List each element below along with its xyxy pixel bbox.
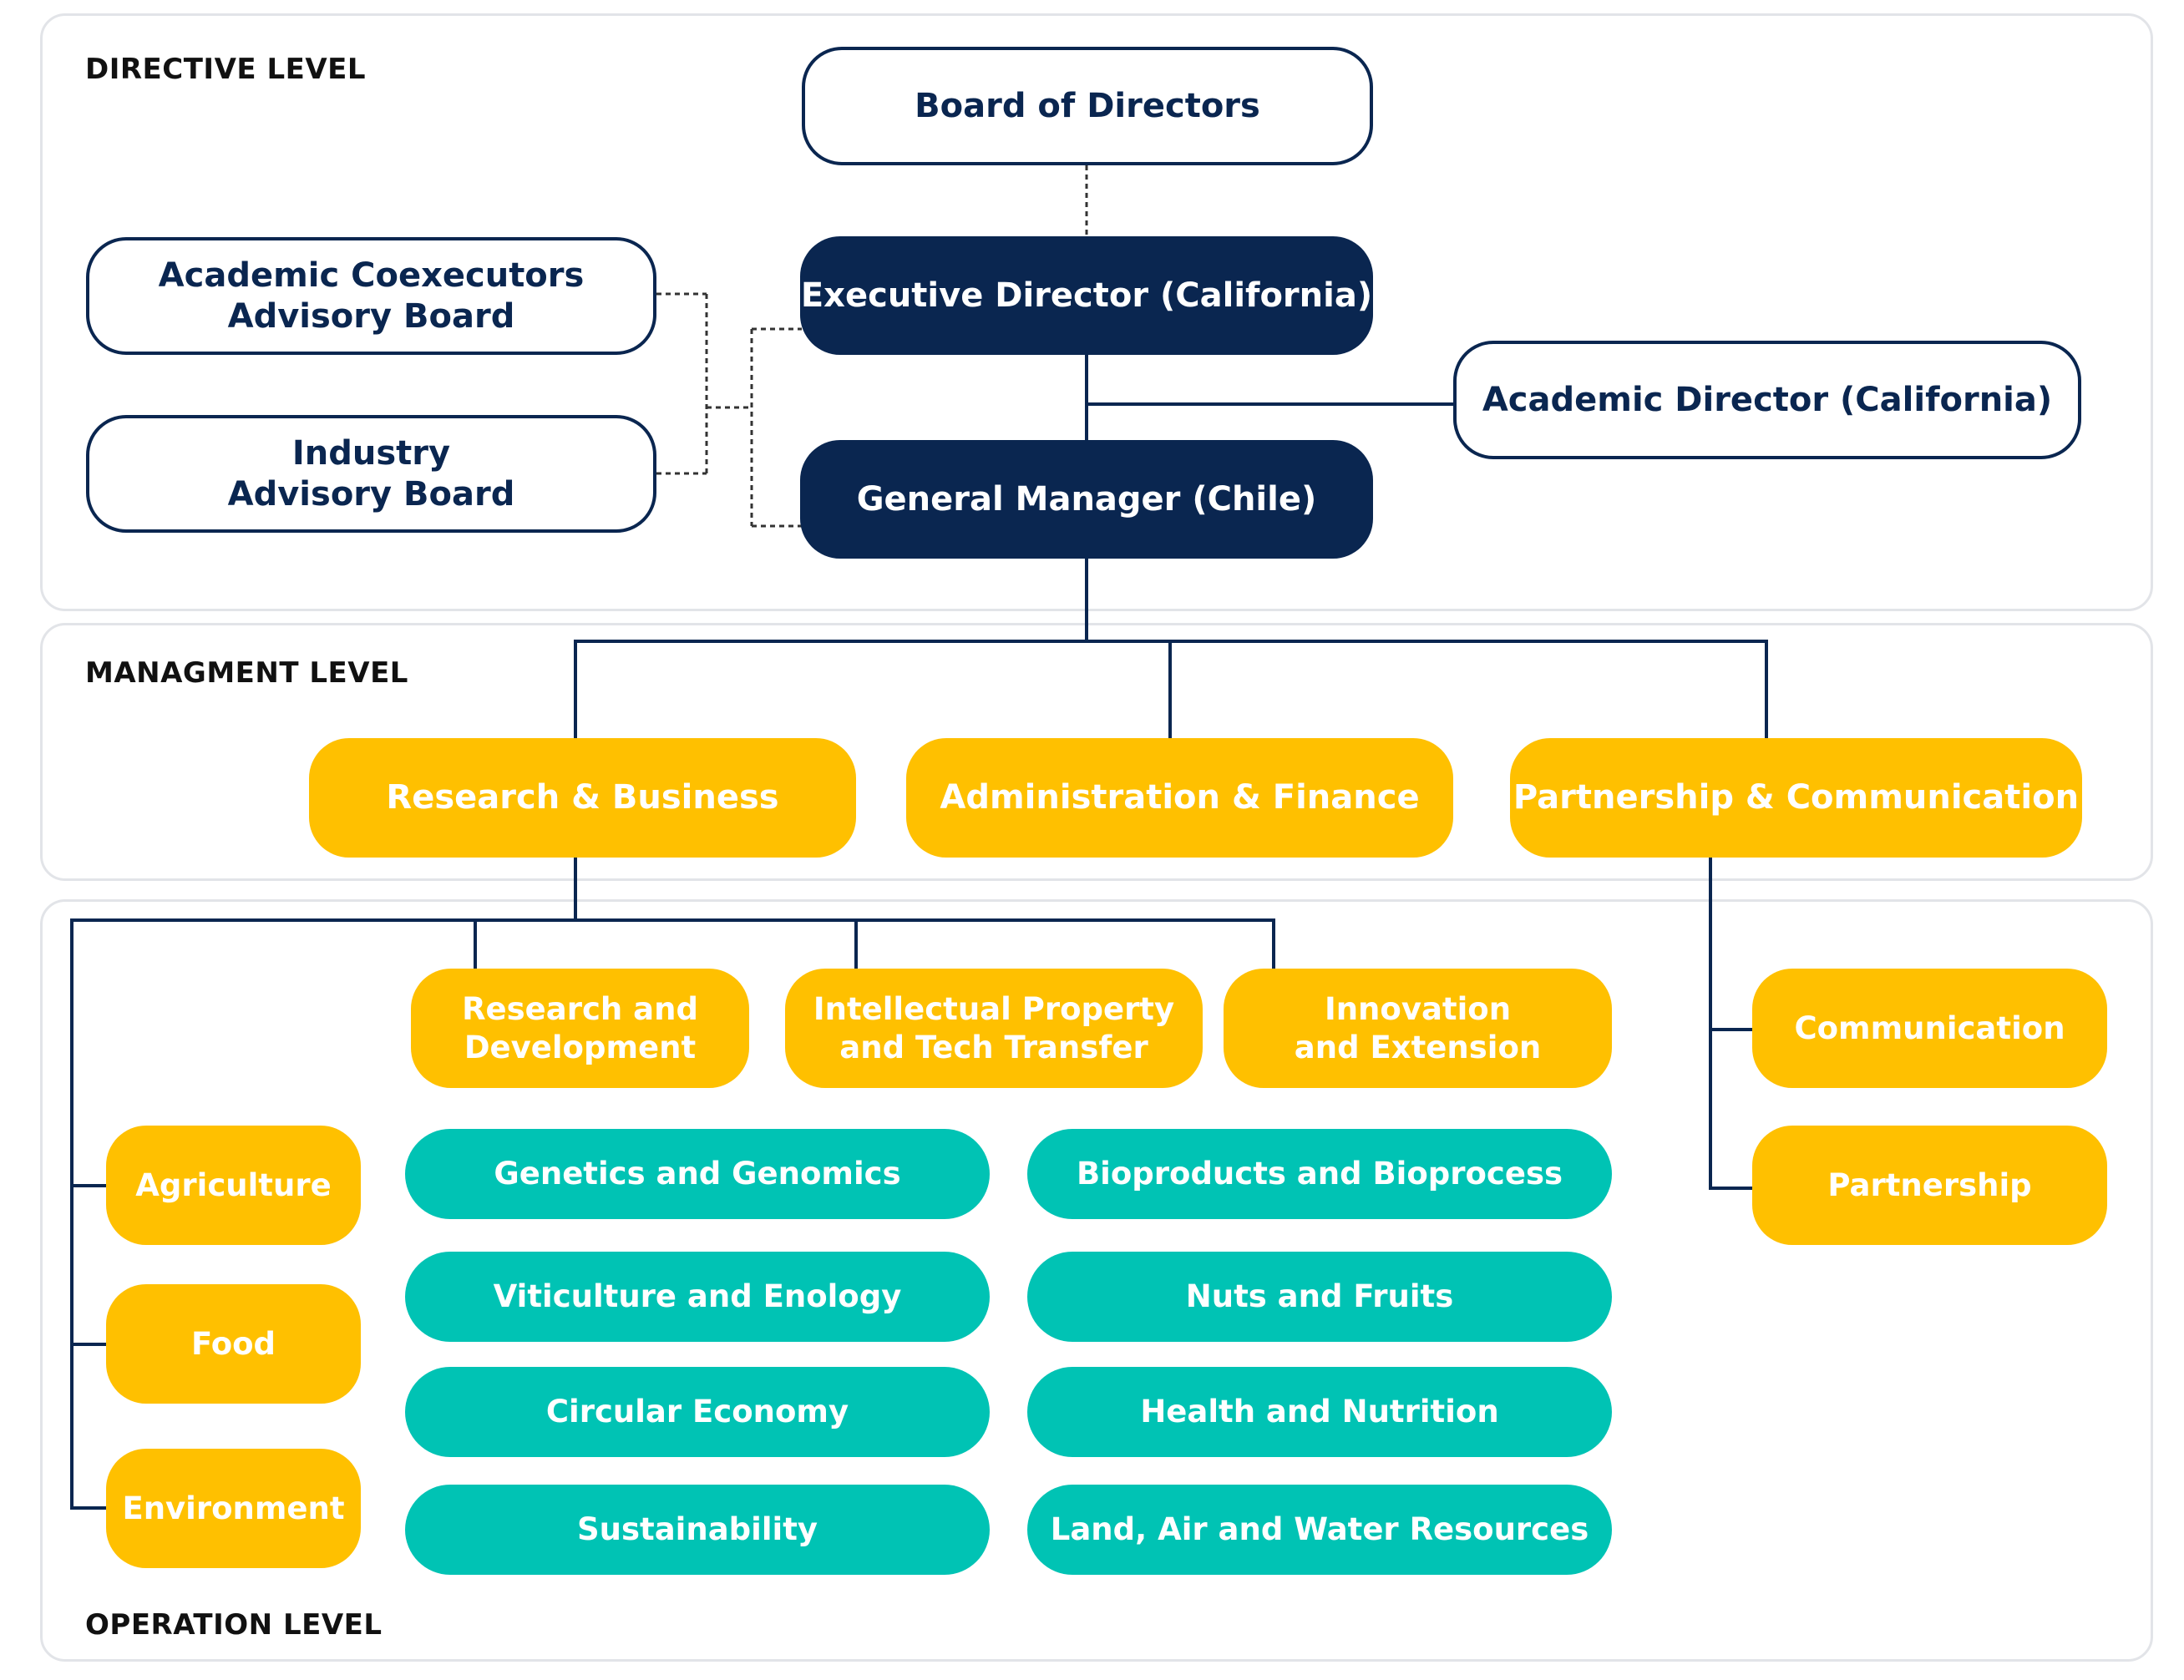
area-land-air-water-label: Land, Air and Water Resources bbox=[1050, 1511, 1589, 1548]
industry-advisory-board-label: Industry Advisory Board bbox=[227, 433, 515, 514]
general-manager-label: General Manager (Chile) bbox=[856, 479, 1317, 519]
general-manager-box[interactable]: General Manager (Chile) bbox=[800, 440, 1373, 559]
executive-director-box[interactable]: Executive Director (California) bbox=[800, 236, 1373, 355]
area-bioproducts-bioprocess-label: Bioproducts and Bioprocess bbox=[1076, 1156, 1563, 1192]
operation-level-label: OPERATION LEVEL bbox=[85, 1608, 383, 1642]
area-viticulture-enology-box[interactable]: Viticulture and Enology bbox=[405, 1252, 990, 1342]
research-development-label: Research and Development bbox=[462, 991, 698, 1065]
area-genetics-genomics-box[interactable]: Genetics and Genomics bbox=[405, 1129, 990, 1219]
academic-director-box[interactable]: Academic Director (California) bbox=[1453, 341, 2081, 459]
research-development-box[interactable]: Research and Development bbox=[411, 969, 749, 1088]
management-level-label: MANAGMENT LEVEL bbox=[85, 656, 408, 690]
area-health-nutrition-box[interactable]: Health and Nutrition bbox=[1027, 1367, 1612, 1457]
innovation-extension-label: Innovation and Extension bbox=[1294, 991, 1542, 1065]
academic-director-label: Academic Director (California) bbox=[1482, 380, 2053, 419]
area-circular-economy-label: Circular Economy bbox=[545, 1394, 849, 1430]
board-of-directors-label: Board of Directors bbox=[915, 86, 1260, 125]
area-circular-economy-box[interactable]: Circular Economy bbox=[405, 1367, 990, 1457]
partnership-communication-label: Partnership & Communication bbox=[1513, 778, 2080, 817]
area-viticulture-enology-label: Viticulture and Enology bbox=[493, 1278, 902, 1315]
sector-environment-box[interactable]: Environment bbox=[106, 1449, 361, 1568]
directive-level-label: DIRECTIVE LEVEL bbox=[85, 53, 367, 86]
area-health-nutrition-label: Health and Nutrition bbox=[1140, 1394, 1499, 1430]
executive-director-label: Executive Director (California) bbox=[800, 276, 1373, 315]
sector-food-box[interactable]: Food bbox=[106, 1284, 361, 1404]
sector-agriculture-label: Agriculture bbox=[135, 1166, 332, 1203]
communication-box[interactable]: Communication bbox=[1752, 969, 2107, 1088]
area-genetics-genomics-label: Genetics and Genomics bbox=[494, 1156, 901, 1192]
intellectual-property-label: Intellectual Property and Tech Transfer bbox=[813, 991, 1175, 1065]
area-sustainability-label: Sustainability bbox=[577, 1511, 818, 1548]
sector-agriculture-box[interactable]: Agriculture bbox=[106, 1126, 361, 1245]
innovation-extension-box[interactable]: Innovation and Extension bbox=[1224, 969, 1612, 1088]
intellectual-property-box[interactable]: Intellectual Property and Tech Transfer bbox=[785, 969, 1203, 1088]
research-business-box[interactable]: Research & Business bbox=[309, 738, 856, 858]
area-nuts-fruits-label: Nuts and Fruits bbox=[1185, 1278, 1454, 1315]
academic-coexecutors-advisory-board-label: Academic Coexecutors Advisory Board bbox=[158, 256, 585, 336]
area-nuts-fruits-box[interactable]: Nuts and Fruits bbox=[1027, 1252, 1612, 1342]
research-business-label: Research & Business bbox=[386, 778, 779, 817]
sector-environment-label: Environment bbox=[122, 1490, 345, 1526]
partnership-label: Partnership bbox=[1827, 1166, 2032, 1203]
industry-advisory-board-box[interactable]: Industry Advisory Board bbox=[86, 415, 656, 533]
partnership-box[interactable]: Partnership bbox=[1752, 1126, 2107, 1245]
board-of-directors-box[interactable]: Board of Directors bbox=[802, 47, 1373, 165]
administration-finance-label: Administration & Finance bbox=[940, 778, 1420, 817]
academic-coexecutors-advisory-board-box[interactable]: Academic Coexecutors Advisory Board bbox=[86, 237, 656, 355]
administration-finance-box[interactable]: Administration & Finance bbox=[906, 738, 1453, 858]
partnership-communication-box[interactable]: Partnership & Communication bbox=[1510, 738, 2082, 858]
sector-food-label: Food bbox=[190, 1325, 276, 1362]
area-bioproducts-bioprocess-box[interactable]: Bioproducts and Bioprocess bbox=[1027, 1129, 1612, 1219]
communication-label: Communication bbox=[1794, 1010, 2065, 1046]
area-land-air-water-box[interactable]: Land, Air and Water Resources bbox=[1027, 1485, 1612, 1575]
area-sustainability-box[interactable]: Sustainability bbox=[405, 1485, 990, 1575]
